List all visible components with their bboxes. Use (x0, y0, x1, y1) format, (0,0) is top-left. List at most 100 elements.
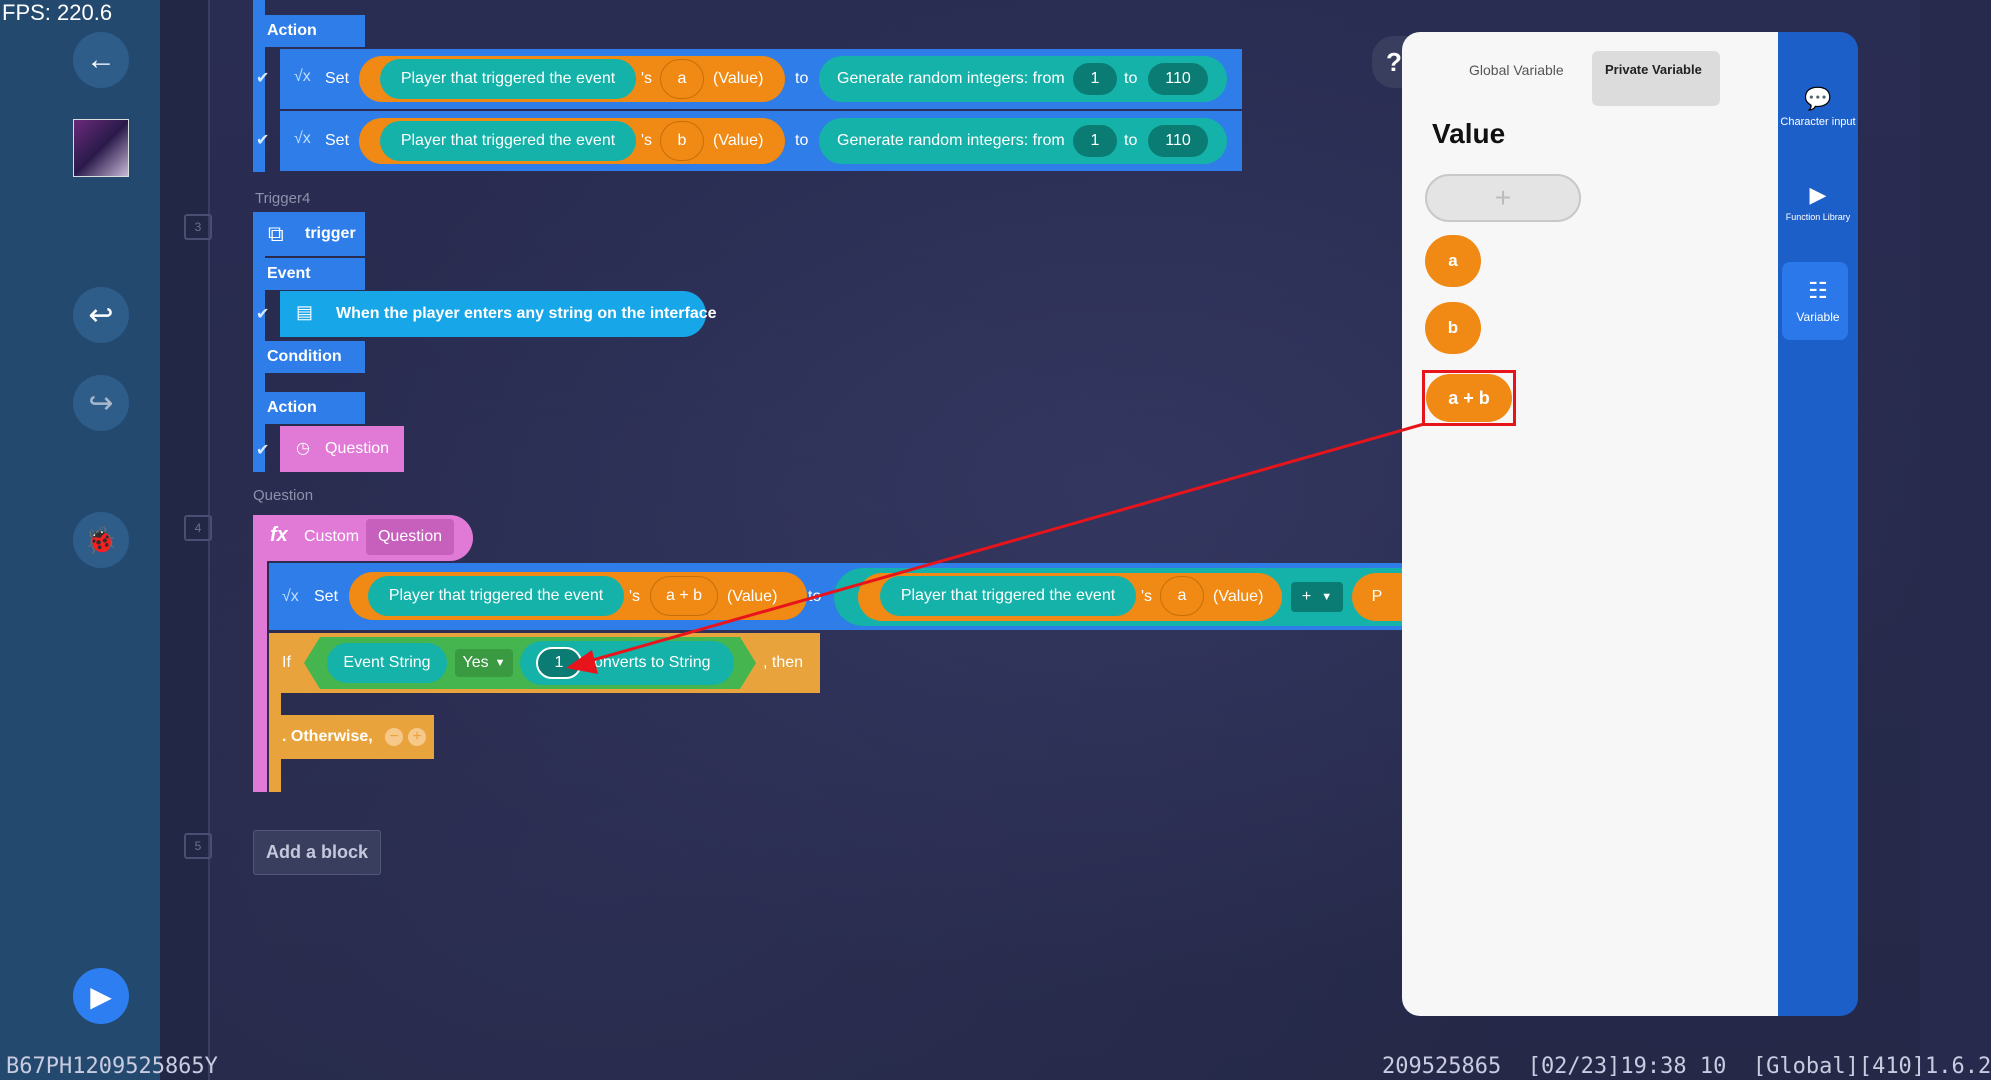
question-icon: ◷ (296, 440, 310, 457)
value-suffix: (Value) (727, 588, 778, 605)
set-label: Set (325, 132, 350, 149)
add-branch-button[interactable]: + (408, 728, 426, 746)
check-icon[interactable]: ✔ (256, 306, 270, 323)
run-button[interactable]: ▶ (73, 968, 129, 1024)
set-label: Set (314, 588, 339, 605)
undo-icon: ↩ (88, 298, 114, 332)
bug-icon: 🐞 (84, 524, 118, 555)
set-label: Set (325, 70, 350, 87)
trigger-name: Trigger4 (255, 190, 311, 207)
var-pill[interactable]: a + b (650, 576, 718, 616)
row-number: 4 (184, 515, 212, 541)
question-action[interactable] (280, 426, 404, 472)
func-label: Generate random integers: from (837, 132, 1065, 149)
chat-icon: 💬 (1804, 86, 1832, 111)
possessive: 's (629, 588, 641, 605)
play-icon: ▶ (90, 980, 112, 1012)
max-value[interactable]: 110 (1148, 125, 1208, 157)
variable-a[interactable]: a (1425, 235, 1481, 287)
rail-variable[interactable]: ☷ Variable (1778, 278, 1858, 324)
to-word: to (1124, 70, 1138, 87)
to-label: to (795, 70, 809, 87)
set-icon: √x (294, 130, 311, 147)
back-icon: ← (86, 43, 116, 76)
value-suffix: (Value) (713, 70, 764, 87)
undo-button[interactable]: ↩ (73, 287, 129, 343)
yes-select[interactable]: Yes▼ (455, 649, 513, 677)
highlight-box (1422, 370, 1516, 426)
check-icon[interactable]: ✔ (256, 70, 270, 87)
check-icon[interactable]: ✔ (256, 442, 270, 459)
function-name: Question (253, 487, 314, 504)
condition-label: Condition (253, 341, 365, 373)
possessive: 's (1141, 588, 1153, 605)
possessive: 's (641, 132, 653, 149)
from-value[interactable]: 1 (1073, 125, 1117, 157)
variable-b[interactable]: b (1425, 302, 1481, 354)
event-string-pill[interactable]: Event String (327, 643, 447, 683)
scene-thumbnail[interactable] (73, 119, 129, 177)
tab-global-variable[interactable]: Global Variable (1469, 62, 1564, 78)
func-label: Generate random integers: from (837, 70, 1065, 87)
target-player-pill[interactable]: Player that triggered the event (380, 59, 636, 99)
question-action-label: Question (325, 440, 390, 457)
back-button[interactable]: ← (73, 32, 129, 88)
question-tag[interactable]: Question (366, 519, 454, 555)
right-rail (1778, 32, 1858, 1016)
value-suffix: (Value) (1213, 588, 1264, 605)
interface-icon: ▤ (296, 302, 314, 322)
otherwise-label: . Otherwise, (282, 728, 373, 745)
rail-variable-active[interactable] (1782, 262, 1848, 340)
chevron-down-icon: ▼ (1321, 591, 1333, 603)
var-pill[interactable]: a (1160, 576, 1204, 616)
variable-a-plus-b[interactable]: a + b (1426, 374, 1512, 422)
trigger-header[interactable]: trigger (253, 212, 365, 256)
add-variable-button[interactable]: + (1425, 174, 1581, 222)
from-value[interactable]: 1 (1073, 63, 1117, 95)
help-icon: ? (1386, 46, 1402, 77)
to-label: to (795, 132, 809, 149)
redo-button[interactable]: ↪ (73, 375, 129, 431)
max-value[interactable]: 110 (1148, 63, 1208, 95)
hierarchy-icon: ⧉ (268, 221, 284, 246)
cut-off-pill[interactable]: P (1352, 573, 1402, 621)
operator-select[interactable]: +▼ (1291, 582, 1343, 612)
action-label: Action (253, 15, 365, 47)
event-pill[interactable]: When the player enters any string on the… (280, 291, 717, 337)
custom-label: Custom (304, 528, 360, 545)
then-label: , then (763, 654, 804, 671)
set-icon: √x (294, 68, 311, 85)
if-label: If (282, 654, 291, 671)
status-info: 209525865 [02/23]19:38 10 [Global][410]1… (1382, 1054, 1991, 1079)
panel-title: Value (1432, 118, 1506, 149)
remove-branch-button[interactable]: − (385, 728, 403, 746)
value-suffix: (Value) (713, 132, 764, 149)
row-number: 5 (184, 833, 212, 859)
target-player-pill[interactable]: Player that triggered the event (380, 121, 636, 161)
possessive: 's (641, 70, 653, 87)
converts-label: onverts to String (594, 654, 711, 671)
redo-icon: ↪ (88, 386, 114, 420)
action-label: Action (253, 392, 365, 424)
target-player-pill[interactable]: Player that triggered the event (880, 576, 1136, 616)
grid-icon: ☷ (1808, 278, 1828, 303)
add-block-button[interactable]: Add a block (253, 830, 381, 875)
rail-character-input[interactable]: 💬 Character input (1778, 86, 1858, 128)
fx-icon: fx (270, 524, 288, 546)
to-word: to (1124, 132, 1138, 149)
event-label: Event (253, 258, 365, 290)
play-cloud-icon: ▶ (1809, 182, 1827, 207)
var-pill[interactable]: b (660, 121, 704, 161)
chevron-down-icon: ▼ (494, 657, 506, 669)
rail-function-library[interactable]: ▶ Function Library (1778, 182, 1858, 222)
target-player-pill[interactable]: Player that triggered the event (368, 576, 624, 616)
tab-private-label: Private Variable (1605, 62, 1702, 77)
fps-counter: FPS: 220.6 (2, 0, 113, 25)
annotation-arrow (566, 422, 1425, 674)
tab-private-variable[interactable] (1592, 51, 1720, 106)
row-number: 3 (184, 214, 212, 240)
check-icon[interactable]: ✔ (256, 132, 270, 149)
set-icon: √x (282, 588, 299, 605)
debug-button[interactable]: 🐞 (73, 512, 129, 568)
var-pill[interactable]: a (660, 59, 704, 99)
